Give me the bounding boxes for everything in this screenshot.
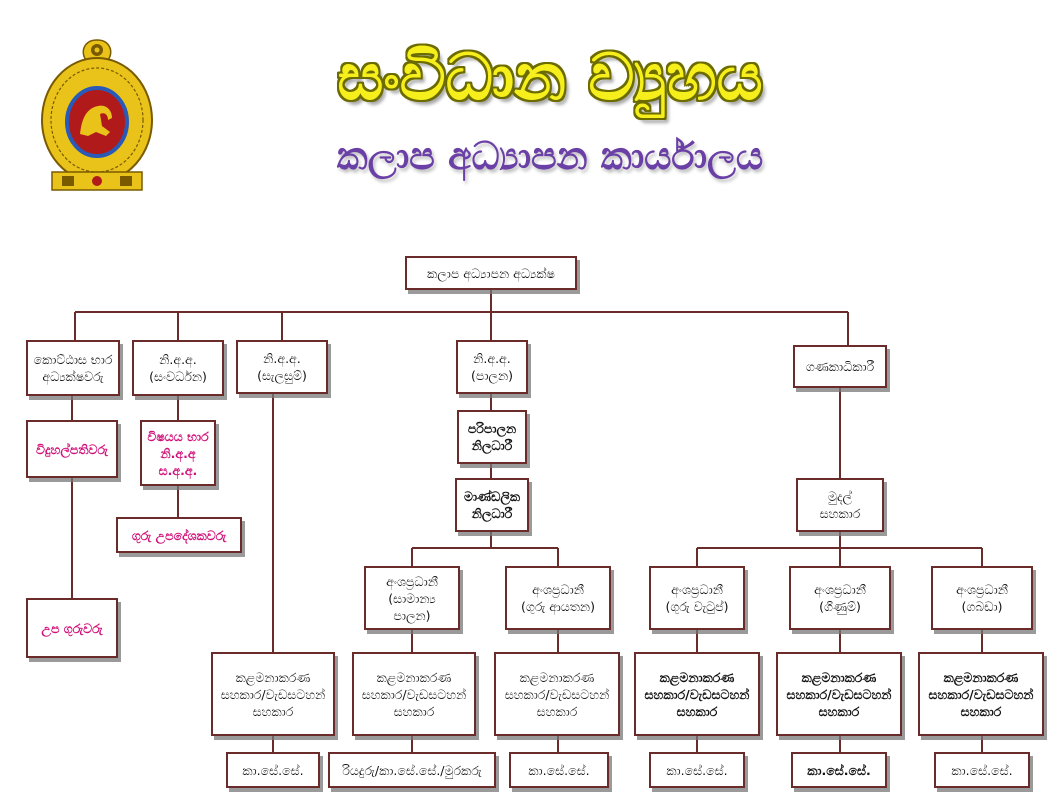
node-mgmt-assistant-teacher-salary: කළමනාකරණ සහකාර/වැඩසටහන් සහකාර bbox=[634, 652, 760, 736]
node-subject-directors: විෂයය භාර නි.අ.අ ස.අ.අ. bbox=[140, 420, 216, 486]
node-mgmt-assistant-general-admin: කළමනාකරණ සහකාර/වැඩසටහන් සහකාර bbox=[352, 652, 476, 736]
node-mgmt-assistant-accounts: කළමනාකරණ සහකාර/වැඩසටහන් සහකාර bbox=[776, 652, 902, 736]
node-dd-admin: නි.අ.අ. (පාලන) bbox=[456, 340, 528, 394]
node-accountant: ගණකාධිකාරී bbox=[793, 345, 887, 388]
node-dd-planning: නි.අ.අ. (සැලසුම්) bbox=[236, 340, 328, 394]
node-dd-development: නි.අ.අ. (සංවර්ධන) bbox=[132, 340, 224, 396]
node-branch-general-admin: අංශප්‍රධානී (සාමාන්‍ය පාලන) bbox=[364, 566, 460, 630]
node-chief-officer: මාණ්ඩලික නිලධාරී bbox=[455, 478, 529, 532]
node-principals: විදුහල්පතිවරු bbox=[26, 420, 118, 478]
node-branch-teacher-institutions: අංශප්‍රධානී (ගුරු ආයතන) bbox=[505, 566, 611, 630]
node-branch-stores: අංශප්‍රධානී (ගබඩා) bbox=[931, 566, 1033, 630]
node-staff-teacher-salary: කා.සේ.සේ. bbox=[649, 752, 745, 788]
page-subtitle: කලාප අධ්‍යාපන කාර්යාලය bbox=[336, 134, 764, 178]
node-staff-teacher-institutions: කා.සේ.සේ. bbox=[509, 752, 609, 788]
page-title: සංවිධාන ව්‍යුහය bbox=[337, 41, 763, 115]
node-admin-officer: පරිපාලන නිලධාරී bbox=[457, 410, 527, 464]
node-staff-accounts: කා.සේ.සේ. bbox=[791, 752, 887, 788]
node-staff-general-admin: රියදුරු/කා.සේ.සේ./මුරකරු bbox=[328, 752, 496, 788]
sri-lanka-emblem-icon bbox=[41, 39, 153, 191]
node-branch-accounts: අංශප්‍රධානී (ගිණුම්) bbox=[789, 566, 891, 630]
node-staff-planning: කා.සේ.සේ. bbox=[226, 752, 320, 788]
node-divisional-directors: කොට්ඨාස භාර අධ්‍යක්ෂවරු bbox=[26, 340, 120, 396]
node-deputy-teachers: උප ගුරුවරු bbox=[26, 598, 118, 658]
node-mgmt-assistant-planning: කළමනාකරණ සහකාර/වැඩසටහන් සහකාර bbox=[211, 652, 335, 736]
node-finance-assistant: මුදල් සහකාර bbox=[796, 478, 884, 532]
node-branch-teacher-salary: අංශප්‍රධානී (ගුරු වැටුප්) bbox=[649, 566, 745, 630]
node-mgmt-assistant-teacher-institutions: කළමනාකරණ සහකාර/වැඩසටහන් සහකාර bbox=[494, 652, 620, 736]
node-zonal-director: කලාප අධ්‍යාපන අධ්‍යක්ෂ bbox=[405, 256, 577, 290]
node-teacher-advisors: ගුරු උපදේශකවරු bbox=[116, 517, 242, 553]
node-mgmt-assistant-stores: කළමනාකරණ සහකාර/වැඩසටහන් සහකාර bbox=[918, 652, 1044, 736]
node-staff-stores: කා.සේ.සේ. bbox=[934, 752, 1030, 788]
